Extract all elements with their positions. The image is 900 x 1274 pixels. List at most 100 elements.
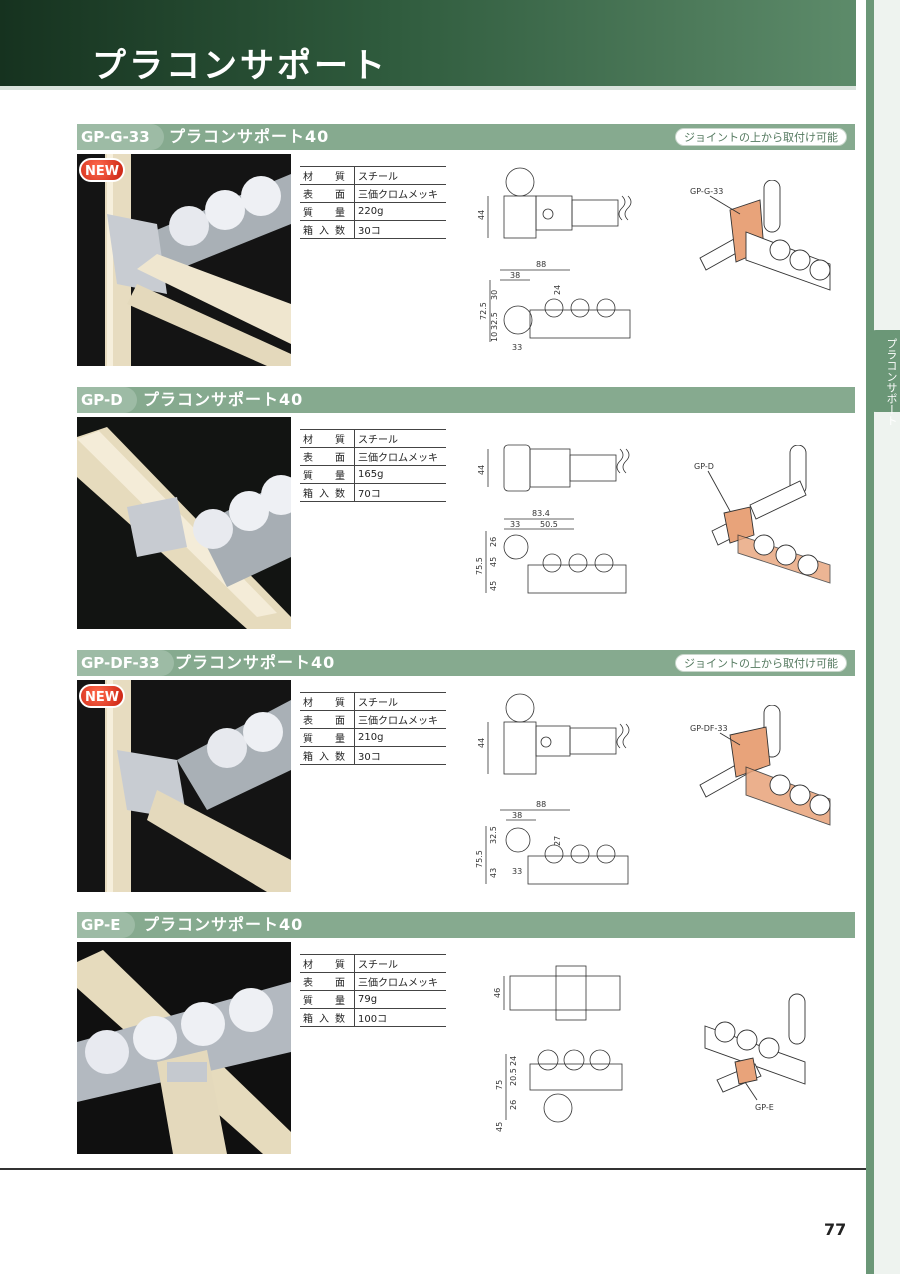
spec-qty: 100コ — [354, 1008, 446, 1027]
photo-illustration — [77, 154, 291, 366]
spec-label: 質 量 — [300, 202, 355, 221]
dim-h-a: 30 — [490, 290, 499, 300]
spec-label: 箱入数 — [300, 220, 355, 239]
photo-illustration — [77, 417, 291, 629]
dimension-drawing-gp-d: 44 83.4 33 50.5 75.5 26 45 45 — [470, 435, 640, 605]
dim-h1: 46 — [493, 988, 502, 998]
section-name: プラコンサポート40 — [143, 390, 304, 409]
section-name: プラコンサポート40 — [175, 653, 336, 672]
dim-h-side: 27 — [553, 836, 562, 846]
spec-label: 箱入数 — [300, 746, 355, 765]
dim-h-b: 32.5 — [490, 312, 499, 330]
dim-w-total: 88 — [536, 800, 546, 809]
section-code: GP-DF-33 — [77, 650, 174, 676]
spec-label: 箱入数 — [300, 483, 355, 502]
dim-h-total: 75.5 — [475, 557, 484, 575]
dim-h-a: 24 — [509, 1056, 518, 1066]
product-photo-gp-g-33: NEW — [77, 154, 291, 366]
dim-h-c: 10 — [490, 332, 499, 342]
callout-label: GP-DF-33 — [690, 724, 728, 733]
spec-label: 質 量 — [300, 465, 355, 484]
section-note: ジョイントの上から取付け可能 — [675, 654, 847, 672]
dim-w-pipe: 33 — [510, 520, 520, 529]
side-index-tab-label: プラコンサポート — [885, 338, 898, 426]
product-photo-gp-e — [77, 942, 291, 1154]
dim-w-base: 33 — [512, 343, 522, 352]
dim-h-total: 72.5 — [479, 302, 488, 320]
dim-h-a: 32.5 — [489, 826, 498, 844]
dim-h1: 44 — [477, 465, 486, 475]
section-head-gp-g-33: GP-G-33 プラコンサポート40 ジョイントの上から取付け可能 — [77, 124, 855, 150]
assembly-illustration-gp-g-33: GP-G-33 — [690, 180, 840, 310]
spec-material: スチール — [354, 429, 446, 448]
section-name: プラコンサポート40 — [169, 127, 330, 146]
spec-surface: 三価クロムメッキ — [354, 972, 446, 991]
spec-label: 材 質 — [300, 692, 355, 711]
spec-label: 表 面 — [300, 447, 355, 466]
dim-w-total: 88 — [536, 260, 546, 269]
spec-label: 質 量 — [300, 728, 355, 747]
spec-surface: 三価クロムメッキ — [354, 184, 446, 203]
dim-w-total: 83.4 — [532, 509, 550, 518]
spec-material: スチール — [354, 954, 446, 973]
footer-rule — [0, 1168, 866, 1170]
callout-label: GP-G-33 — [690, 187, 723, 196]
dim-w-right: 50.5 — [540, 520, 558, 529]
product-photo-gp-d — [77, 417, 291, 629]
dim-h-a: 26 — [489, 537, 498, 547]
section-code: GP-D — [77, 387, 137, 413]
assembly-illustration-gp-d: GP-D — [690, 445, 840, 585]
spec-qty: 30コ — [354, 220, 446, 239]
assembly-illustration-gp-e: GP-E — [695, 990, 845, 1120]
assembly-illustration-gp-df-33: GP-DF-33 — [690, 705, 840, 835]
section-head-gp-df-33: GP-DF-33 プラコンサポート40 ジョイントの上から取付け可能 — [77, 650, 855, 676]
dim-h-b: 45 — [489, 557, 498, 567]
dim-h-c: 26 — [509, 1100, 518, 1110]
dim-h1: 44 — [477, 738, 486, 748]
spec-surface: 三価クロムメッキ — [354, 710, 446, 729]
new-badge: NEW — [79, 684, 125, 708]
spec-label: 質 量 — [300, 990, 355, 1009]
photo-illustration — [77, 680, 291, 892]
dim-h-b: 43 — [489, 868, 498, 878]
spec-label: 材 質 — [300, 429, 355, 448]
dim-w-base: 33 — [512, 867, 522, 876]
dim-h-c: 45 — [489, 581, 498, 591]
dim-h-d: 45 — [495, 1122, 504, 1132]
dimension-drawing-gp-e: 46 75 24 20.5 26 45 — [490, 960, 640, 1135]
spec-weight: 165g — [354, 465, 446, 484]
dim-h-b: 20.5 — [509, 1068, 518, 1086]
spec-weight: 210g — [354, 728, 446, 747]
side-strip-light — [874, 0, 900, 1274]
dim-w-pipe: 38 — [512, 811, 522, 820]
new-badge: NEW — [79, 158, 125, 182]
side-strip — [866, 0, 874, 1274]
callout-label: GP-D — [694, 462, 714, 471]
dimension-drawing-gp-df-33: 44 88 38 75.5 32.5 43 27 33 — [470, 688, 640, 888]
spec-material: スチール — [354, 166, 446, 185]
side-index-tab[interactable] — [866, 330, 900, 412]
spec-label: 箱入数 — [300, 1008, 355, 1027]
section-code: GP-G-33 — [77, 124, 164, 150]
spec-weight: 220g — [354, 202, 446, 221]
section-note: ジョイントの上から取付け可能 — [675, 128, 847, 146]
section-head-gp-d: GP-D プラコンサポート40 — [77, 387, 855, 413]
spec-material: スチール — [354, 692, 446, 711]
dim-h-total: 75.5 — [475, 850, 484, 868]
header-rule — [0, 86, 856, 90]
header-banner: プラコンサポート — [0, 0, 856, 86]
spec-weight: 79g — [354, 990, 446, 1009]
product-photo-gp-df-33: NEW — [77, 680, 291, 892]
spec-qty: 70コ — [354, 483, 446, 502]
dim-h1: 44 — [477, 210, 486, 220]
spec-label: 表 面 — [300, 184, 355, 203]
page-number: 77 — [824, 1220, 847, 1239]
section-name: プラコンサポート40 — [143, 915, 304, 934]
spec-label: 材 質 — [300, 954, 355, 973]
page-title: プラコンサポート — [92, 46, 388, 86]
photo-illustration — [77, 942, 291, 1154]
